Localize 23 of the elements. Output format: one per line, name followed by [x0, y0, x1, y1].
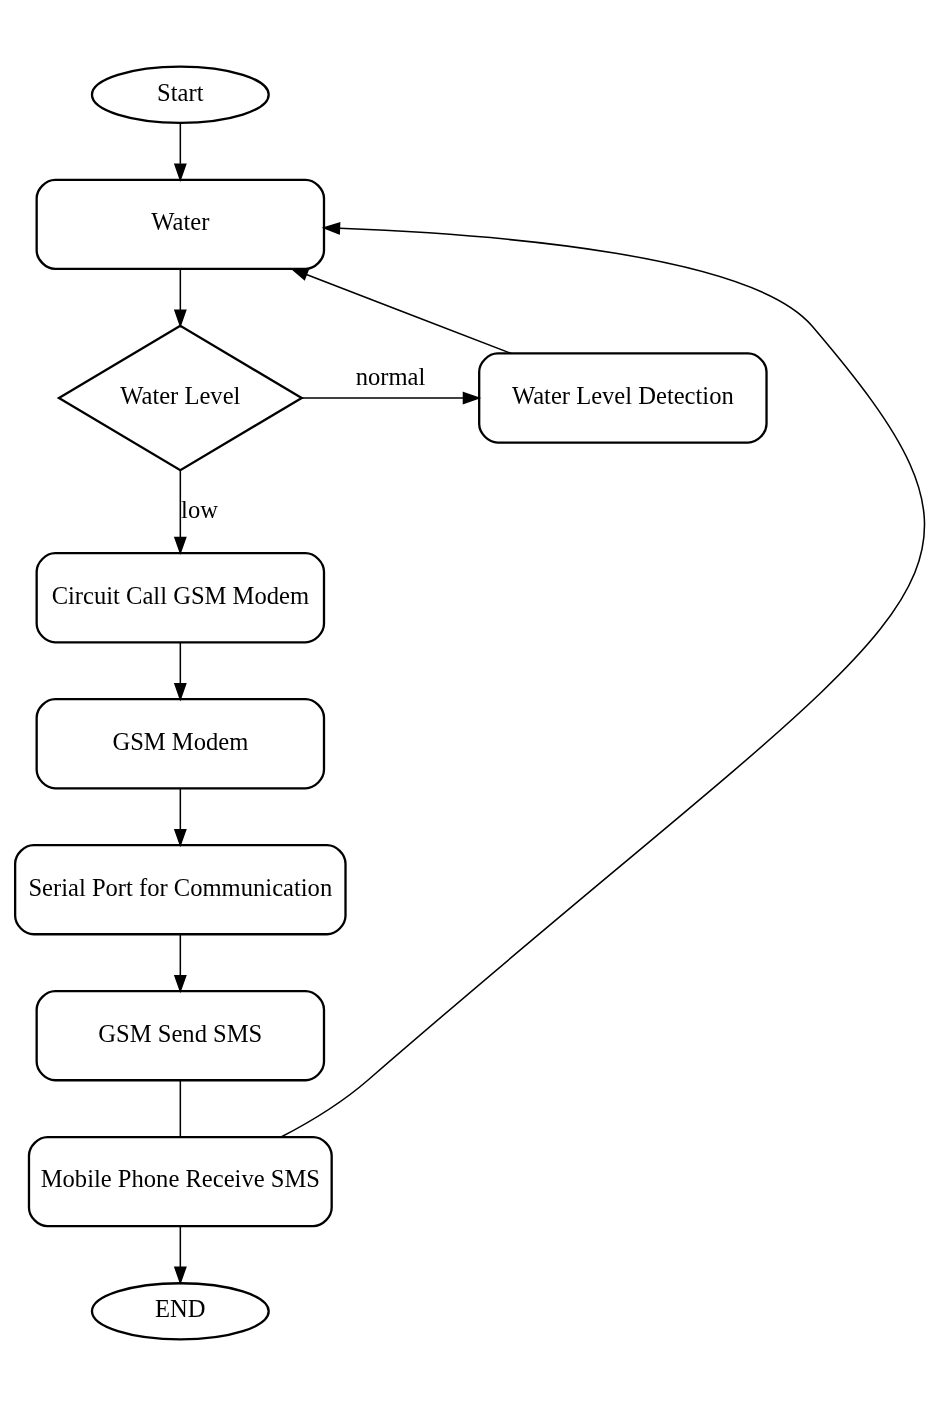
arrow [173, 469, 187, 555]
node-ellipse: Start [90, 64, 270, 124]
node-box: GSM Modem [35, 697, 325, 789]
arrow [279, 221, 925, 1138]
arrow [173, 267, 187, 328]
arrow [173, 787, 187, 847]
connector [179, 1079, 181, 1138]
node-ellipse: END [90, 1281, 270, 1341]
edge-label: low [180, 495, 218, 523]
arrow [289, 267, 512, 354]
node-box: Water [35, 178, 325, 270]
node-diamond: Water Level [56, 323, 304, 472]
node-box: Serial Port for Communication [13, 843, 347, 935]
node-box: GSM Send SMS [35, 989, 325, 1081]
node-box: Water Level Detection [477, 351, 768, 444]
arrow [173, 933, 187, 993]
arrow [300, 391, 481, 404]
arrow [173, 1225, 187, 1285]
node-box: Circuit Call GSM Modem [35, 551, 325, 643]
node-box: Mobile Phone Receive SMS [27, 1135, 333, 1227]
arrow [173, 641, 187, 701]
arrow [173, 121, 187, 182]
edge-label: normal [355, 362, 425, 390]
